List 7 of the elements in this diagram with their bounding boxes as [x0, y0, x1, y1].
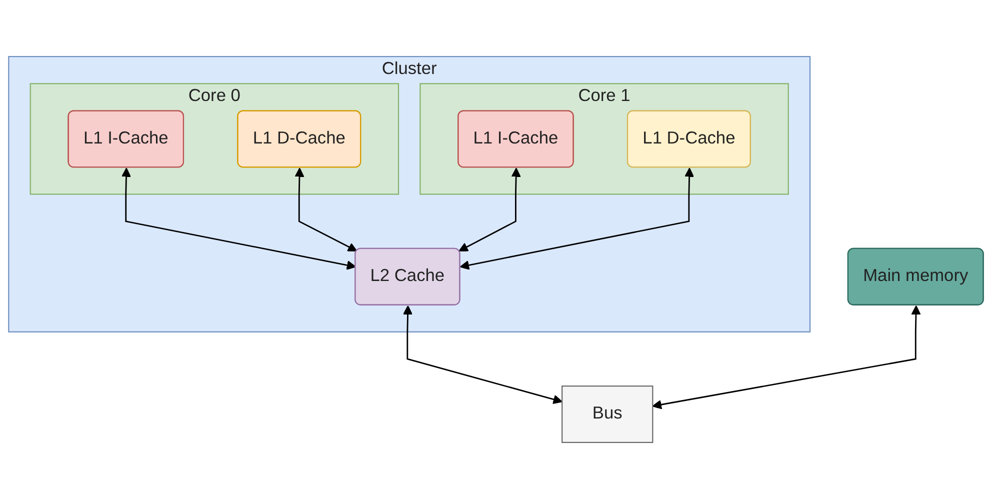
arrow [652, 305, 921, 410]
node-box: Bus [562, 386, 654, 443]
arrow [460, 168, 694, 270]
arrow [294, 168, 358, 252]
arrow [458, 168, 521, 252]
arrow [403, 305, 562, 404]
arrow [121, 168, 356, 270]
